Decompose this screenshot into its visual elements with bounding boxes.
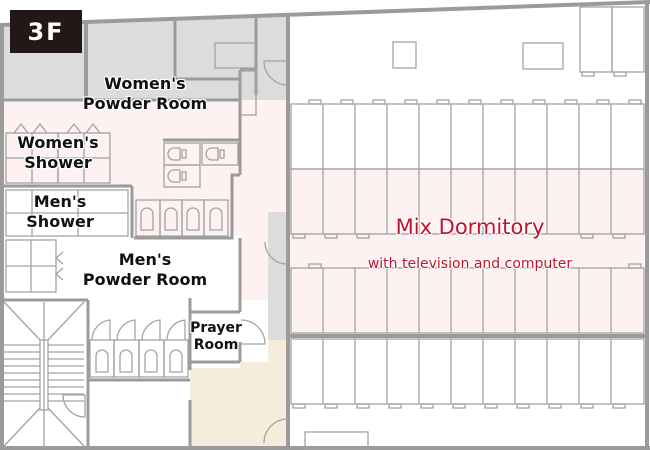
- door-lobby: [263, 418, 289, 444]
- dormitory-title-text: Mix Dormitory: [395, 215, 545, 239]
- bed-row-4: [290, 338, 645, 409]
- womens-powder-line2: Powder Room: [82, 93, 208, 113]
- room-label-womens-powder: Women's Powder Room: [70, 74, 220, 113]
- door-arc-top: [263, 60, 289, 86]
- prayer-area: [190, 312, 268, 362]
- dorm-table-rect: [522, 42, 564, 70]
- mens-powder-line2: Powder Room: [82, 269, 208, 289]
- dorm-table-square: [392, 41, 417, 69]
- dormitory-subtitle-text: with television and computer: [367, 256, 573, 272]
- dorm-bottom-table: [304, 431, 369, 450]
- prayer-line2: Room: [193, 337, 239, 354]
- mens-shower-line1: Men's: [33, 192, 87, 211]
- bed-row-2: [290, 168, 645, 239]
- room-label-prayer: Prayer Room: [186, 320, 246, 354]
- corridor-gray: [268, 212, 288, 340]
- womens-toilet-wall-2: [134, 173, 240, 240]
- floor-label: 3F: [27, 17, 65, 46]
- mens-powder-area: [0, 238, 240, 300]
- dormitory-title: Mix Dormitory: [340, 215, 600, 239]
- room-label-mens-shower: Men's Shower: [10, 192, 110, 231]
- mens-toilets: [89, 319, 189, 378]
- door-corridor: [264, 241, 288, 265]
- womens-toilets: [163, 142, 239, 188]
- womens-shower-line1: Women's: [17, 133, 99, 152]
- dormitory-subtitle: with television and computer: [320, 256, 620, 272]
- mens-shower-line2: Shower: [26, 211, 94, 231]
- dorm-locker-1: [579, 6, 613, 73]
- womens-powder-line1: Women's: [104, 74, 186, 93]
- dorm-pink-band: [290, 170, 644, 335]
- womens-shower-line2: Shower: [24, 152, 92, 172]
- closet: [240, 69, 257, 116]
- room-label-womens-shower: Women's Shower: [6, 133, 110, 172]
- cabinet: [214, 42, 256, 69]
- dorm-locker-2: [611, 6, 645, 73]
- bed-row-3: [290, 263, 645, 334]
- fixtures: [3, 6, 645, 450]
- womens-urinal-stalls: [135, 199, 229, 237]
- door-prayer: [240, 319, 266, 345]
- mens-shower-stalls: [5, 189, 129, 293]
- mens-powder-line1: Men's: [118, 250, 172, 269]
- stairwell: [3, 301, 86, 448]
- floor-badge: 3F: [10, 10, 82, 53]
- womens-shower-stalls: [5, 122, 111, 184]
- room-label-mens-powder: Men's Powder Room: [70, 250, 220, 289]
- top-wall: [0, 0, 650, 27]
- prayer-line1: Prayer: [190, 320, 242, 336]
- bed-row-1: [290, 99, 645, 170]
- dorm-beds: [290, 99, 645, 409]
